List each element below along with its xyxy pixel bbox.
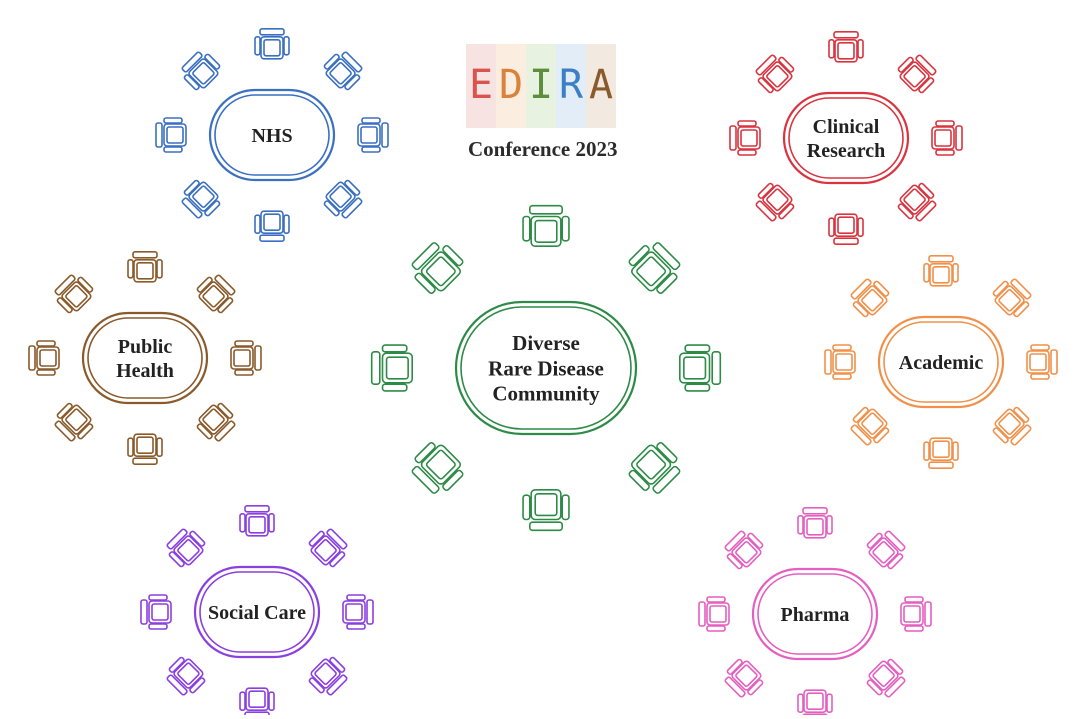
chair-icon	[254, 210, 290, 242]
logo-letter: R	[556, 44, 586, 128]
logo-letter: I	[526, 44, 556, 128]
table-inner-outline	[883, 321, 999, 403]
chair-icon	[866, 658, 906, 698]
chair-icon	[1026, 344, 1058, 380]
chair-icon	[28, 340, 60, 376]
chair-icon	[230, 340, 262, 376]
chair-icon	[308, 528, 348, 568]
chair-icon	[850, 406, 890, 446]
table-label: Academic	[899, 352, 984, 374]
table-outline	[454, 300, 638, 436]
table-label: Pharma	[781, 604, 850, 626]
table-inner-outline	[788, 97, 904, 179]
table-label: Social Care	[208, 602, 306, 624]
table-label: Public	[118, 336, 173, 358]
chair-icon	[628, 242, 681, 294]
table-outline	[208, 88, 336, 182]
chair-icon	[923, 254, 959, 287]
table-label: Clinical	[813, 116, 880, 138]
chair-icon	[254, 27, 290, 60]
chair-icon	[992, 278, 1032, 318]
table-inner-outline	[87, 317, 203, 399]
chair-icon	[931, 120, 963, 156]
chair-icon	[755, 182, 795, 222]
chair-icon	[678, 344, 722, 392]
table-nhs: NHS	[155, 27, 389, 242]
table-outline	[81, 311, 209, 405]
logo-letter: A	[586, 44, 616, 128]
chair-icon	[239, 504, 275, 537]
chair-icon	[923, 437, 959, 470]
table-label: Diverse	[512, 331, 580, 355]
chair-icon	[992, 406, 1032, 446]
table-social-care: Social Care	[140, 504, 374, 719]
logo-subtitle: Conference 2023	[468, 137, 618, 161]
table-inner-outline	[460, 306, 632, 430]
chair-icon	[155, 117, 187, 153]
chair-icon	[628, 442, 681, 494]
chair-icon	[166, 528, 206, 568]
chair-icon	[797, 506, 833, 539]
table-label: Health	[116, 360, 174, 382]
chair-icon	[181, 51, 221, 91]
chair-icon	[323, 179, 363, 219]
chair-icon	[411, 242, 464, 294]
chair-icon	[724, 530, 764, 570]
chair-icon	[828, 30, 864, 63]
table-inner-outline	[757, 573, 873, 655]
chair-icon	[411, 442, 464, 494]
table-outline	[193, 565, 321, 659]
chair-icon	[724, 658, 764, 698]
table-label: Research	[807, 140, 886, 162]
chair-icon	[196, 402, 236, 442]
chair-icon	[866, 530, 906, 570]
chair-icon	[357, 117, 389, 153]
chair-icon	[897, 182, 937, 222]
chair-icon	[729, 120, 761, 156]
chair-icon	[196, 274, 236, 314]
chair-icon	[166, 656, 206, 696]
logo-letter: E	[466, 44, 496, 128]
chair-icon	[698, 596, 730, 632]
table-inner-outline	[199, 571, 315, 653]
chair-icon	[824, 344, 856, 380]
table-inner-outline	[214, 94, 330, 176]
chair-icon	[342, 594, 374, 630]
chair-icon	[797, 689, 833, 719]
chair-icon	[370, 344, 414, 392]
logo-letter: D	[496, 44, 526, 128]
table-outline	[751, 567, 879, 661]
chair-icon	[239, 687, 275, 719]
table-label: NHS	[251, 125, 292, 147]
table-outline	[782, 91, 910, 185]
table-label: Rare Disease	[488, 356, 604, 380]
chair-icon	[54, 274, 94, 314]
chair-icon	[522, 204, 570, 248]
table-pharma: Pharma	[698, 506, 932, 719]
chair-icon	[181, 179, 221, 219]
chair-icon	[54, 402, 94, 442]
chair-icon	[755, 54, 795, 94]
chair-icon	[900, 596, 932, 632]
chair-icon	[323, 51, 363, 91]
chair-icon	[308, 656, 348, 696]
chair-icon	[140, 594, 172, 630]
chair-icon	[127, 250, 163, 283]
chair-icon	[850, 278, 890, 318]
table-academic: Academic	[824, 254, 1058, 470]
chair-icon	[897, 54, 937, 94]
chair-icon	[127, 433, 163, 466]
table-label: Community	[492, 382, 600, 406]
chair-icon	[522, 488, 570, 532]
chair-icon	[828, 213, 864, 245]
table-outline	[877, 315, 1005, 409]
